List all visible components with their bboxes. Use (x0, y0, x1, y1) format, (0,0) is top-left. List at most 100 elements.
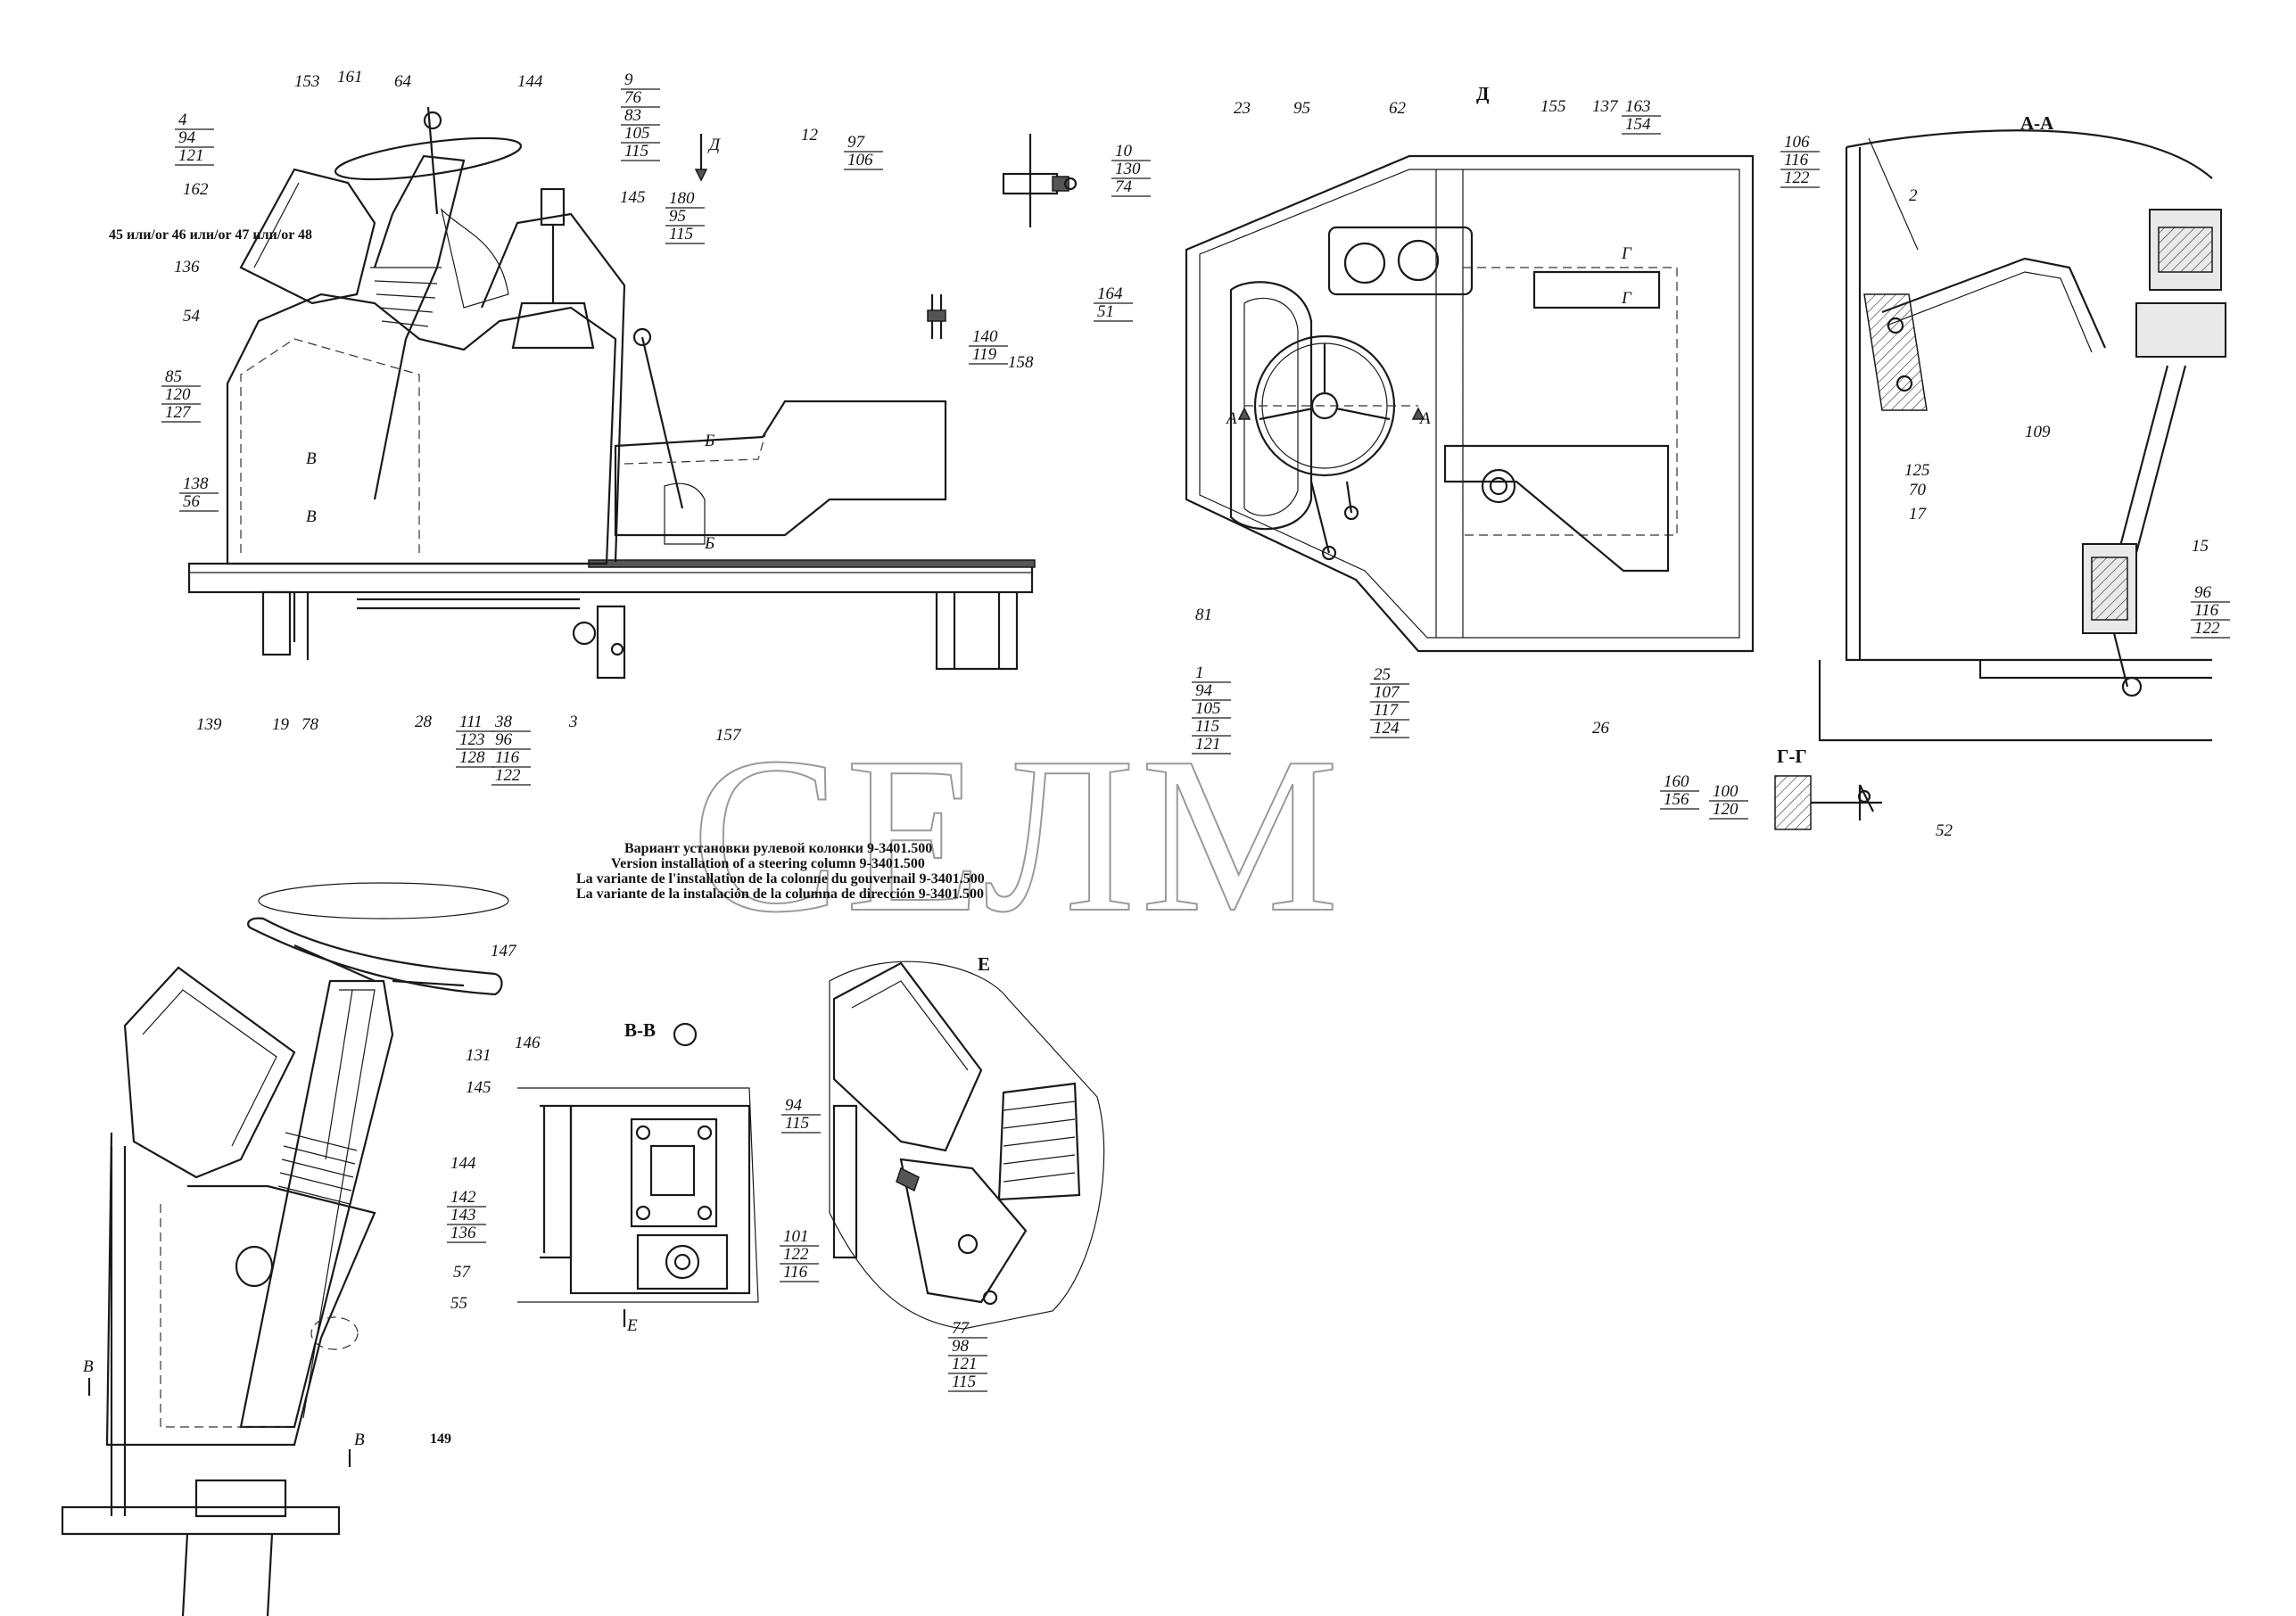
callout-number: 95 (669, 207, 686, 226)
callout-number: 101 (783, 1227, 809, 1246)
callout-number: 156 (1664, 790, 1689, 809)
callout-number: 98 (952, 1337, 970, 1356)
label-15: 15 (2192, 537, 2209, 556)
main-side-view: Д Б Б В В (187, 106, 1036, 680)
svg-text:В-В: В-В (624, 1019, 656, 1041)
callout-number: 96 (2194, 583, 2212, 602)
callout-number: 123 (459, 730, 485, 749)
callout-number: 106 (1784, 133, 1810, 152)
callout-number: 85 (165, 367, 182, 386)
callout-number: 120 (165, 385, 191, 404)
callout-number: 121 (952, 1355, 978, 1373)
label-54: 54 (183, 307, 201, 326)
callout-number: 74 (1115, 177, 1133, 196)
callout-number: 51 (1097, 302, 1114, 321)
label-28: 28 (415, 713, 433, 731)
label-3: 3 (568, 713, 578, 731)
callout-number: 116 (495, 748, 520, 767)
view-d-top: А А Г Г Д (1185, 83, 1755, 653)
callout-number: 116 (1784, 151, 1809, 169)
callout-number: 163 (1625, 97, 1651, 116)
callout-number: 180 (669, 189, 695, 208)
callout-number: 38 (494, 713, 513, 731)
caption-block: Вариант установки рулевой колонки 9-3401… (576, 841, 985, 902)
label-81: 81 (1195, 606, 1212, 624)
label-26: 26 (1592, 719, 1610, 738)
callout-number: 117 (1374, 701, 1400, 720)
svg-text:Г: Г (1621, 289, 1632, 308)
label-95: 95 (1293, 99, 1310, 118)
callout-number: 115 (624, 142, 648, 161)
svg-text:А: А (1418, 409, 1431, 428)
label-162: 162 (183, 180, 209, 199)
callout-number: 142 (450, 1188, 476, 1207)
svg-text:А: А (1225, 409, 1237, 428)
callout-number: 136 (450, 1224, 476, 1242)
detail-clip-140 (927, 294, 946, 339)
caption-line-1: Вариант установки рулевой колонки 9-3401… (624, 841, 932, 856)
label-144b: 144 (450, 1154, 476, 1173)
svg-text:Б: Б (704, 432, 714, 450)
label-147: 147 (491, 942, 517, 961)
label-131: 131 (466, 1046, 491, 1065)
label-78: 78 (301, 715, 319, 734)
caption-line-4: La variante de la instalación de la colu… (576, 886, 984, 902)
callout-number: 140 (972, 327, 998, 346)
svg-text:Г-Г: Г-Г (1777, 746, 1807, 767)
svg-text:Е: Е (626, 1316, 638, 1335)
label-161: 161 (337, 68, 363, 87)
label-145: 145 (620, 188, 646, 207)
callout-number: 164 (1097, 284, 1123, 303)
label-145b: 145 (466, 1078, 491, 1097)
callout-number: 4 (178, 111, 187, 129)
alt-note: 45 или/or 46 или/or 47 или/or 48 (109, 227, 312, 243)
callout-number: 154 (1625, 115, 1651, 134)
label-125: 125 (1904, 461, 1930, 480)
callout-number: 9 (624, 70, 633, 89)
label-158: 158 (1008, 353, 1034, 372)
callout-number: 115 (1195, 717, 1219, 736)
label-136: 136 (174, 258, 200, 276)
callout-number: 25 (1374, 665, 1391, 684)
label-149: 149 (430, 1431, 451, 1447)
view-e: Е (829, 953, 1105, 1330)
label-109: 109 (2025, 423, 2051, 441)
callout-number: 83 (624, 106, 641, 125)
svg-text:Е: Е (978, 953, 990, 975)
detail-bolt-10 (1002, 134, 1078, 227)
label-17: 17 (1909, 505, 1928, 524)
callout-number: 119 (972, 345, 997, 364)
callout-number: 122 (495, 766, 521, 785)
svg-text:В: В (83, 1357, 94, 1376)
callout-number: 94 (178, 128, 196, 147)
callout-number: 120 (1713, 800, 1739, 819)
bottom-column-view: В В (61, 882, 509, 1616)
callout-number: 105 (624, 124, 650, 143)
label-64: 64 (394, 72, 412, 91)
callout-number: 115 (669, 225, 693, 243)
label-146: 146 (515, 1034, 541, 1052)
svg-text:Д: Д (707, 136, 721, 154)
callout-number: 106 (847, 151, 873, 169)
callout-number: 121 (1195, 735, 1221, 754)
svg-text:СЕЛМ: СЕЛМ (691, 712, 1344, 959)
callout-number: 122 (783, 1245, 809, 1264)
section-vv: В-В Е (517, 1019, 759, 1335)
callout-number: 94 (1195, 681, 1213, 700)
callout-number: 115 (952, 1373, 976, 1391)
callout-number: 122 (1784, 169, 1810, 187)
